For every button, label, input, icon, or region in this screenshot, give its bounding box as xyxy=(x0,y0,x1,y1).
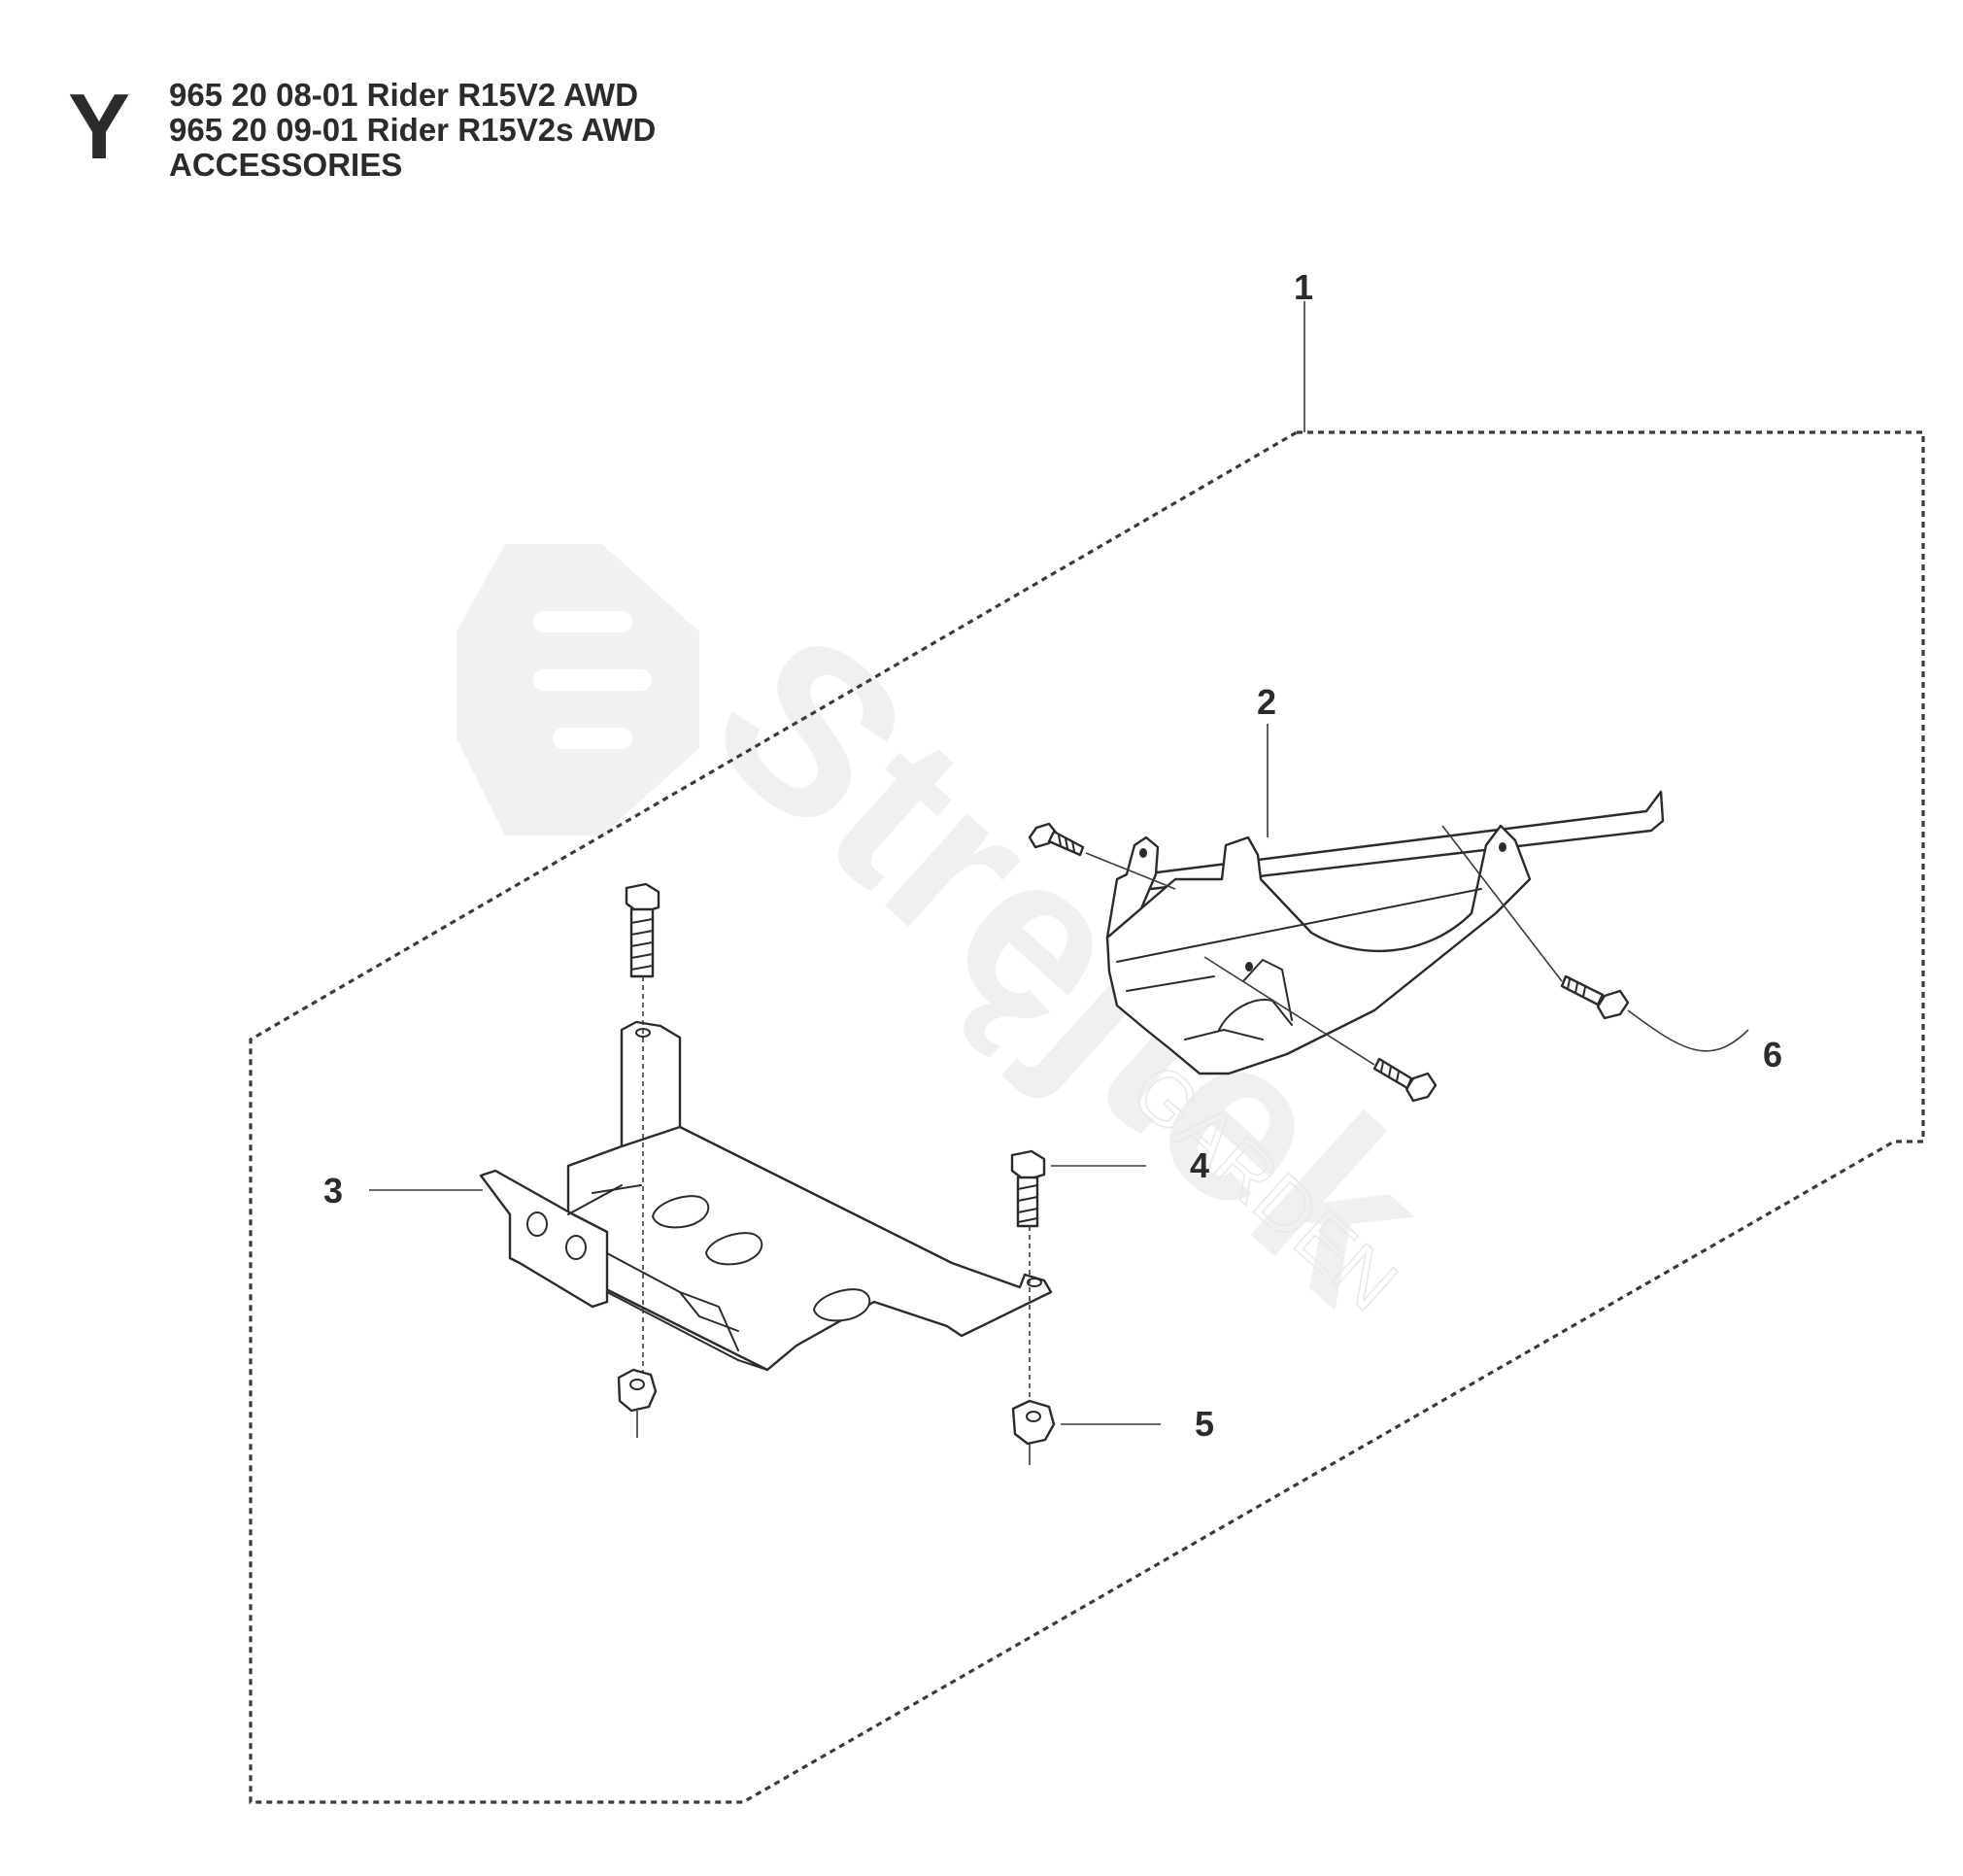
rear-guard-plate xyxy=(1105,790,1665,1075)
nut-5 xyxy=(1011,1399,1161,1465)
bolt-rear-bottom xyxy=(1203,956,1438,1103)
bolt-front-left xyxy=(625,882,660,1399)
model-line-1: 965 20 08-01 Rider R15V2 AWD xyxy=(169,77,639,113)
section-title: ACCESSORIES xyxy=(169,147,403,183)
watermark-logo-icon xyxy=(457,544,699,836)
callout-4: 4 xyxy=(1190,1145,1209,1185)
header-title-block: 965 20 08-01 Rider R15V2 AWD 965 20 09-0… xyxy=(169,78,656,183)
bolt-4 xyxy=(1010,1149,1146,1428)
callout-5: 5 xyxy=(1195,1404,1214,1444)
front-guard-plate xyxy=(479,1020,1053,1372)
model-line-2: 965 20 09-01 Rider R15V2s AWD xyxy=(169,112,657,148)
kit-boundary xyxy=(249,430,1925,1804)
callout-2: 2 xyxy=(1257,682,1276,722)
section-letter: Y xyxy=(68,75,131,179)
nut-front-left xyxy=(617,1368,658,1438)
bolt-rear-right xyxy=(1441,825,1630,1020)
page-header: Y 965 20 08-01 Rider R15V2 AWD 965 20 09… xyxy=(68,78,656,183)
bolt-rear-left xyxy=(1028,822,1176,890)
leader-6 xyxy=(1627,1009,1749,1052)
callout-1: 1 xyxy=(1294,267,1313,307)
callout-6: 6 xyxy=(1763,1035,1782,1074)
callout-3: 3 xyxy=(323,1171,343,1211)
